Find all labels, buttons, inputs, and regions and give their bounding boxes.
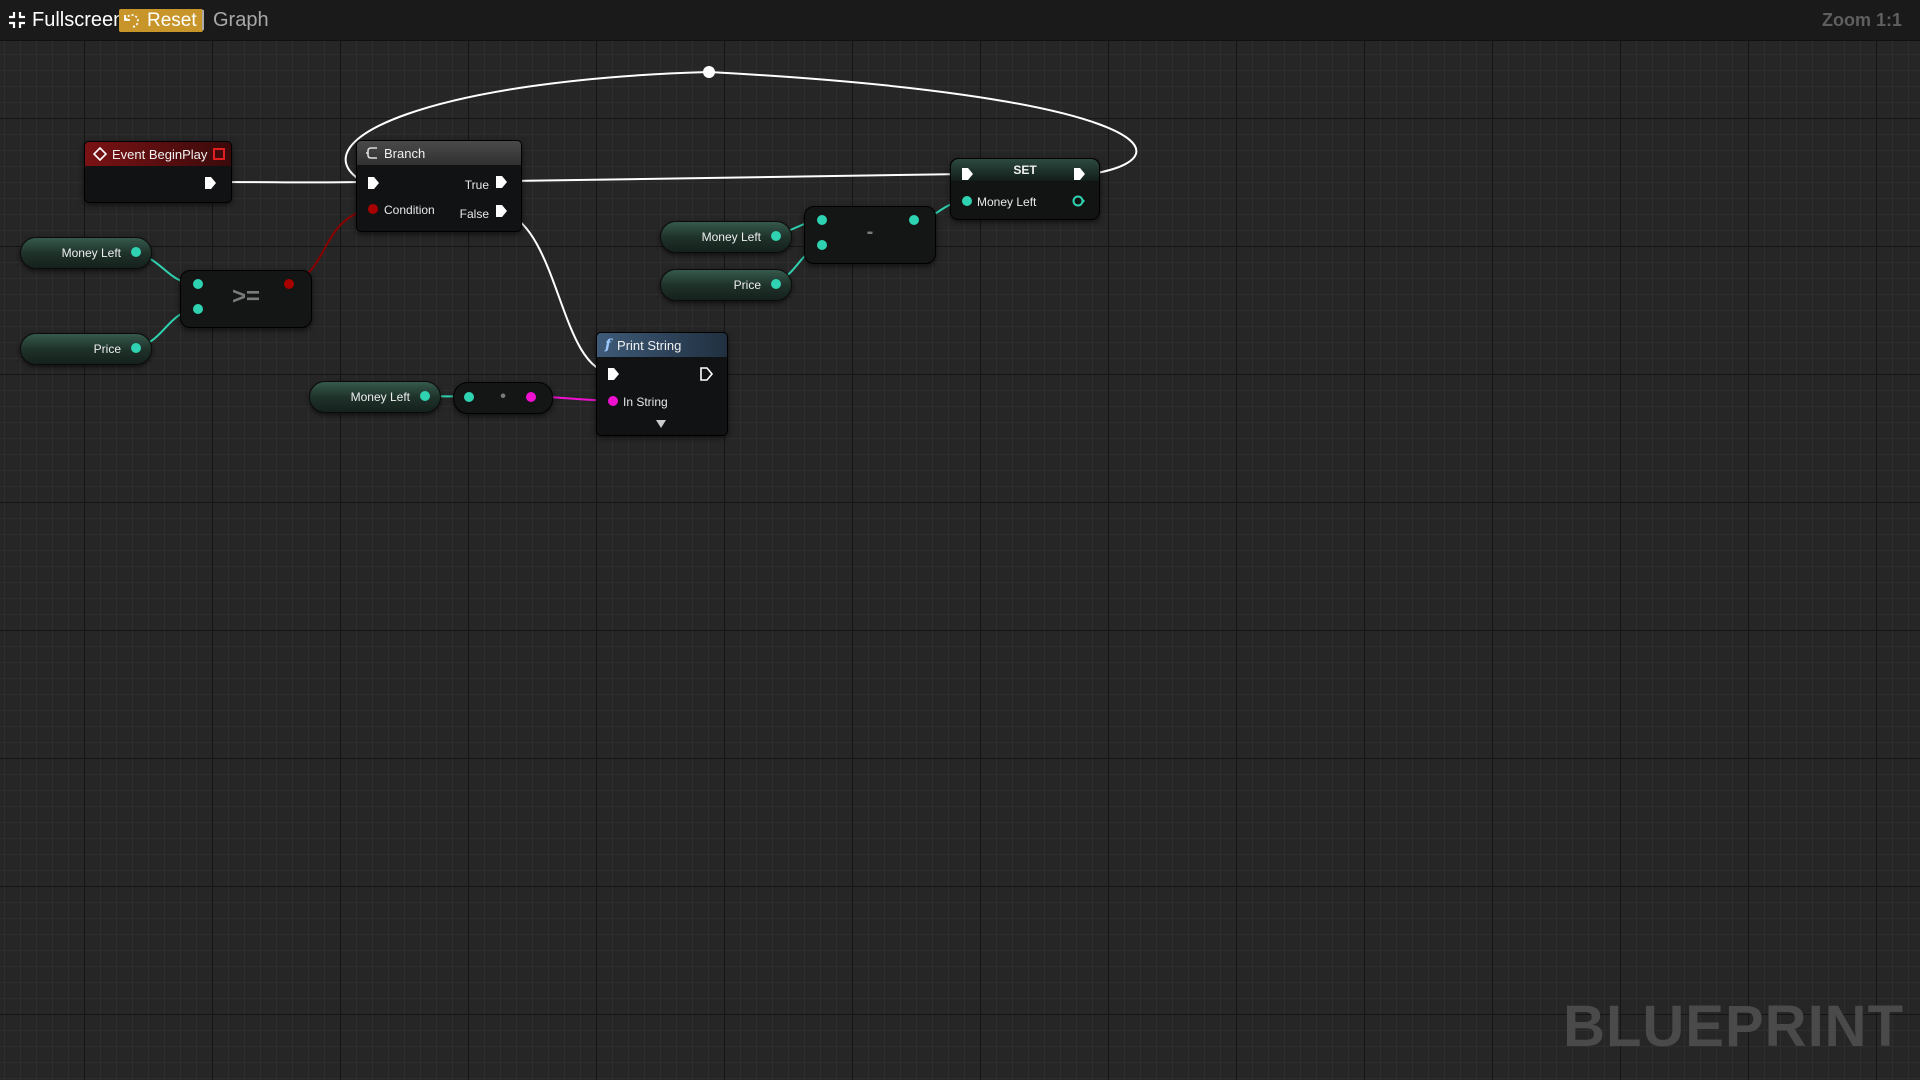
- money-left-getter[interactable]: Money Left: [20, 237, 152, 269]
- price-getter[interactable]: Price: [660, 269, 792, 301]
- exec-wire[interactable]: [509, 173, 967, 182]
- node-header: Branch: [357, 141, 521, 165]
- fullscreen-label: Fullscreen: [32, 8, 125, 31]
- exec-in-pin[interactable]: [365, 175, 381, 191]
- in-string-pin[interactable]: [608, 396, 618, 406]
- variable-label: Money Left: [701, 230, 761, 244]
- output-pin[interactable]: [284, 279, 294, 289]
- exec-wire[interactable]: [708, 71, 1138, 174]
- expand-arrow-icon[interactable]: [655, 419, 667, 429]
- output-pin[interactable]: [909, 215, 919, 225]
- money-left-getter[interactable]: Money Left: [660, 221, 792, 253]
- event-begin-play-node[interactable]: Event BeginPlay: [84, 141, 232, 203]
- set-var-label: Money Left: [977, 195, 1037, 209]
- fullscreen-button[interactable]: Fullscreen: [8, 0, 124, 40]
- money-left-in-pin[interactable]: [962, 196, 972, 206]
- branch-node[interactable]: Branch True Condition False: [356, 140, 522, 232]
- subtract-node[interactable]: -: [804, 206, 936, 264]
- false-exec-pin[interactable]: [493, 203, 509, 219]
- variable-label: Money Left: [61, 246, 121, 260]
- output-pin[interactable]: [420, 391, 430, 401]
- true-exec-pin[interactable]: [493, 174, 509, 190]
- in-string-label: In String: [623, 395, 668, 409]
- function-icon: f: [605, 337, 612, 353]
- zoom-level: Zoom 1:1: [1821, 9, 1902, 30]
- fullscreen-icon: [9, 12, 25, 28]
- false-label: False: [459, 207, 489, 221]
- node-title: SET: [1013, 163, 1037, 177]
- price-getter[interactable]: Price: [20, 333, 152, 365]
- toolbar-divider: [202, 10, 204, 30]
- condition-pin[interactable]: [368, 204, 378, 214]
- money-left-getter[interactable]: Money Left: [309, 381, 441, 413]
- true-label: True: [464, 178, 489, 192]
- output-pin[interactable]: [131, 247, 141, 257]
- variable-label: Price: [733, 278, 761, 292]
- output-pin[interactable]: [526, 392, 536, 402]
- node-header: SET: [951, 159, 1099, 181]
- exec-in-pin[interactable]: [959, 166, 975, 182]
- set-node[interactable]: SET Money Left: [950, 158, 1100, 220]
- variable-label: Money Left: [350, 390, 410, 404]
- reset-label: Reset: [147, 9, 197, 31]
- greater-equal-node[interactable]: >=: [180, 270, 312, 328]
- exec-in-pin[interactable]: [605, 366, 621, 382]
- event-icon: [93, 147, 107, 161]
- output-pin[interactable]: [131, 343, 141, 353]
- reset-icon: [124, 13, 139, 28]
- exec-out-pin[interactable]: [202, 175, 218, 191]
- input-pin[interactable]: [464, 392, 474, 402]
- input-b-pin[interactable]: [193, 304, 203, 314]
- graph-toolbar: Fullscreen Reset Graph Zoom 1:1: [0, 0, 1920, 41]
- output-pin[interactable]: [771, 279, 781, 289]
- float-to-string-conversion-node[interactable]: •: [453, 382, 553, 414]
- node-header: f Print String: [597, 333, 727, 357]
- exec-wire[interactable]: [344, 71, 710, 181]
- node-title: Print String: [617, 337, 682, 353]
- conversion-symbol: •: [500, 388, 506, 405]
- operator-symbol: >=: [231, 283, 261, 310]
- input-a-pin[interactable]: [193, 279, 203, 289]
- print-string-node[interactable]: f Print String In String: [596, 332, 728, 436]
- reroute-knot[interactable]: [703, 66, 715, 78]
- input-a-pin[interactable]: [817, 215, 827, 225]
- node-title: Event BeginPlay: [112, 146, 208, 162]
- graph-breadcrumb: Graph: [213, 8, 269, 31]
- condition-label: Condition: [384, 203, 435, 217]
- exec-out-pin[interactable]: [698, 366, 714, 382]
- branch-icon: [366, 147, 377, 159]
- input-b-pin[interactable]: [817, 240, 827, 250]
- variable-label: Price: [93, 342, 121, 356]
- output-pin[interactable]: [771, 231, 781, 241]
- operator-symbol: -: [866, 221, 874, 243]
- node-title: Branch: [384, 145, 426, 161]
- money-left-out-pin[interactable]: [1072, 194, 1086, 208]
- exec-out-pin[interactable]: [1071, 166, 1087, 182]
- blueprint-watermark: BLUEPRINT: [1563, 994, 1904, 1059]
- node-header: Event BeginPlay: [85, 142, 231, 166]
- reset-button[interactable]: Reset: [119, 9, 203, 32]
- delegate-pin-icon[interactable]: [213, 148, 226, 160]
